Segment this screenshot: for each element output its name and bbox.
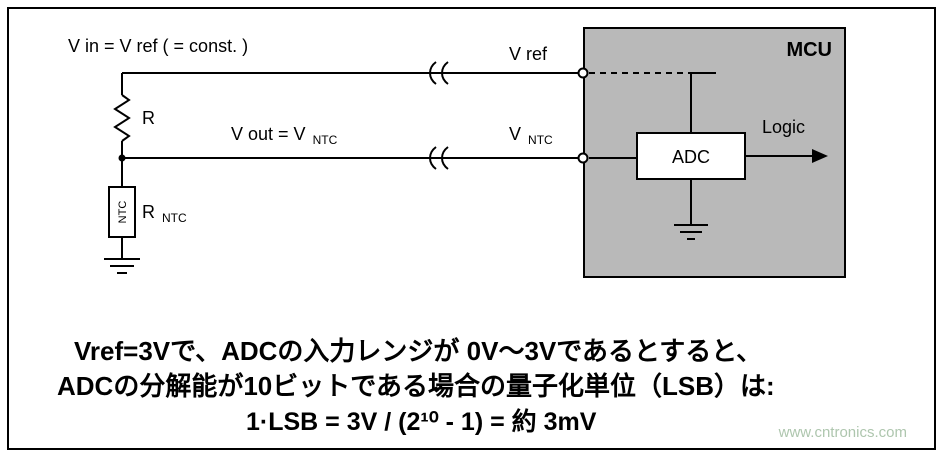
watermark: www.cntronics.com bbox=[778, 424, 907, 441]
mcu-label: MCU bbox=[786, 39, 832, 61]
caption-line-2: ADCの分解能が10ビットである場合の量子化単位（LSB）は: bbox=[57, 371, 775, 401]
wires bbox=[121, 72, 816, 259]
vntc-pin-label: V NTC bbox=[509, 124, 553, 147]
cable-break-top bbox=[429, 61, 449, 85]
vref-pin-label: V ref bbox=[509, 44, 548, 64]
figure-border bbox=[7, 7, 936, 450]
vntc-base-text: V bbox=[509, 124, 521, 144]
caption-line-1: Vref=3Vで、ADCの入力レンジが 0V～3Vであるとすると、 bbox=[74, 336, 763, 366]
circuit-diagram: NTC V in = V ref ( = const. ) bbox=[68, 27, 846, 278]
vref-terminal bbox=[577, 67, 589, 79]
ntc-box-label: NTC bbox=[117, 201, 129, 224]
logic-arrowhead bbox=[812, 149, 828, 163]
resistor-r-symbol bbox=[113, 94, 131, 142]
rntc-base-text: R bbox=[142, 202, 155, 222]
ntc-resistor-box bbox=[108, 186, 136, 238]
rntc-label: R NTC bbox=[142, 202, 187, 225]
vin-equation-label: V in = V ref ( = const. ) bbox=[68, 36, 248, 56]
vout-equation-label: V out = V NTC bbox=[231, 124, 338, 147]
vntc-terminal bbox=[577, 152, 589, 164]
vout-subscript: NTC bbox=[313, 133, 338, 147]
ground-symbol-left bbox=[104, 258, 140, 274]
cable-break-bottom bbox=[429, 146, 449, 170]
ground-symbol-adc bbox=[674, 224, 708, 240]
vntc-subscript: NTC bbox=[528, 133, 553, 147]
mcu-block bbox=[583, 27, 846, 278]
logic-label: Logic bbox=[762, 117, 805, 137]
vout-junction-dot bbox=[118, 154, 126, 162]
rntc-subscript: NTC bbox=[162, 211, 187, 225]
resistor-r-label: R bbox=[142, 108, 155, 128]
vout-base-text: V out = V bbox=[231, 124, 306, 144]
adc-label: ADC bbox=[672, 147, 710, 167]
caption-formula: 1·LSB = 3V / (2¹⁰ - 1) = 約 3mV bbox=[246, 408, 597, 436]
